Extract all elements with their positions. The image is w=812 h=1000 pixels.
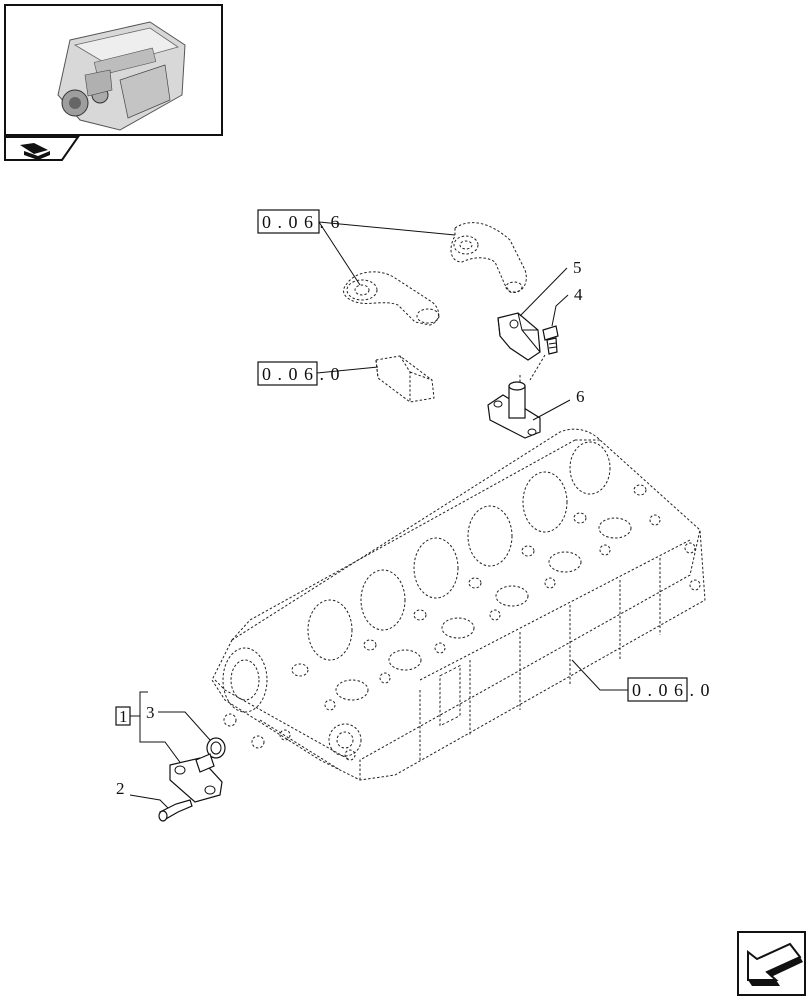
callout-3: 3 [146, 703, 155, 722]
leader-rocker-pad [316, 366, 379, 374]
engine-thumbnail-icon [57, 21, 186, 131]
bolt-part [542, 325, 559, 355]
rocker-arm-upper [450, 222, 527, 294]
ref-cylinder-head-label: 0 . 0 6 . 0 [632, 680, 711, 700]
callout-5: 5 [573, 258, 582, 277]
leader-rocker-arm-1 [318, 221, 456, 236]
callout-2: 2 [116, 779, 125, 798]
rocker-pad [375, 355, 435, 403]
ref-rocker-pad[interactable]: 0 . 0 6 . 0 [257, 361, 341, 386]
ref-rocker-arms-label: 0 . 0 6 . 6 [262, 212, 341, 232]
engine-thumbnail[interactable] [4, 4, 223, 136]
leader-screw [129, 794, 169, 809]
book-page-icon [20, 143, 50, 160]
leader-shaft [532, 399, 571, 421]
shaft-part [487, 381, 541, 439]
ref-rocker-pad-label: 0 . 0 6 . 0 [262, 364, 341, 384]
screw-part [158, 799, 193, 822]
leader-cylinder-head [571, 659, 628, 691]
washer-part [206, 737, 226, 759]
leader-plate [140, 741, 183, 766]
next-page-arrow-icon [747, 942, 803, 986]
bracket-part [497, 312, 541, 361]
kit-bracket: 1 [115, 691, 148, 743]
cover-plate-part [169, 753, 223, 803]
rocker-arm-lower [343, 271, 440, 326]
ref-rocker-arms[interactable]: 0 . 0 6 . 6 [257, 209, 341, 234]
leader-washer [158, 711, 211, 741]
leader-bracket [519, 267, 568, 317]
cylinder-bays [291, 441, 647, 701]
head-bolt-holes [279, 514, 701, 761]
leader-bolt [551, 294, 569, 327]
next-page-button[interactable] [737, 931, 806, 996]
callout-4: 4 [574, 285, 583, 304]
callout-6: 6 [576, 387, 585, 406]
ref-cylinder-head[interactable]: 0 . 0 6 . 0 [627, 677, 711, 702]
callout-1: 1 [119, 707, 128, 726]
cylinder-head [211, 428, 706, 781]
thumbnail-tab[interactable] [4, 136, 80, 161]
leader-rocker-arm-2 [318, 221, 361, 286]
